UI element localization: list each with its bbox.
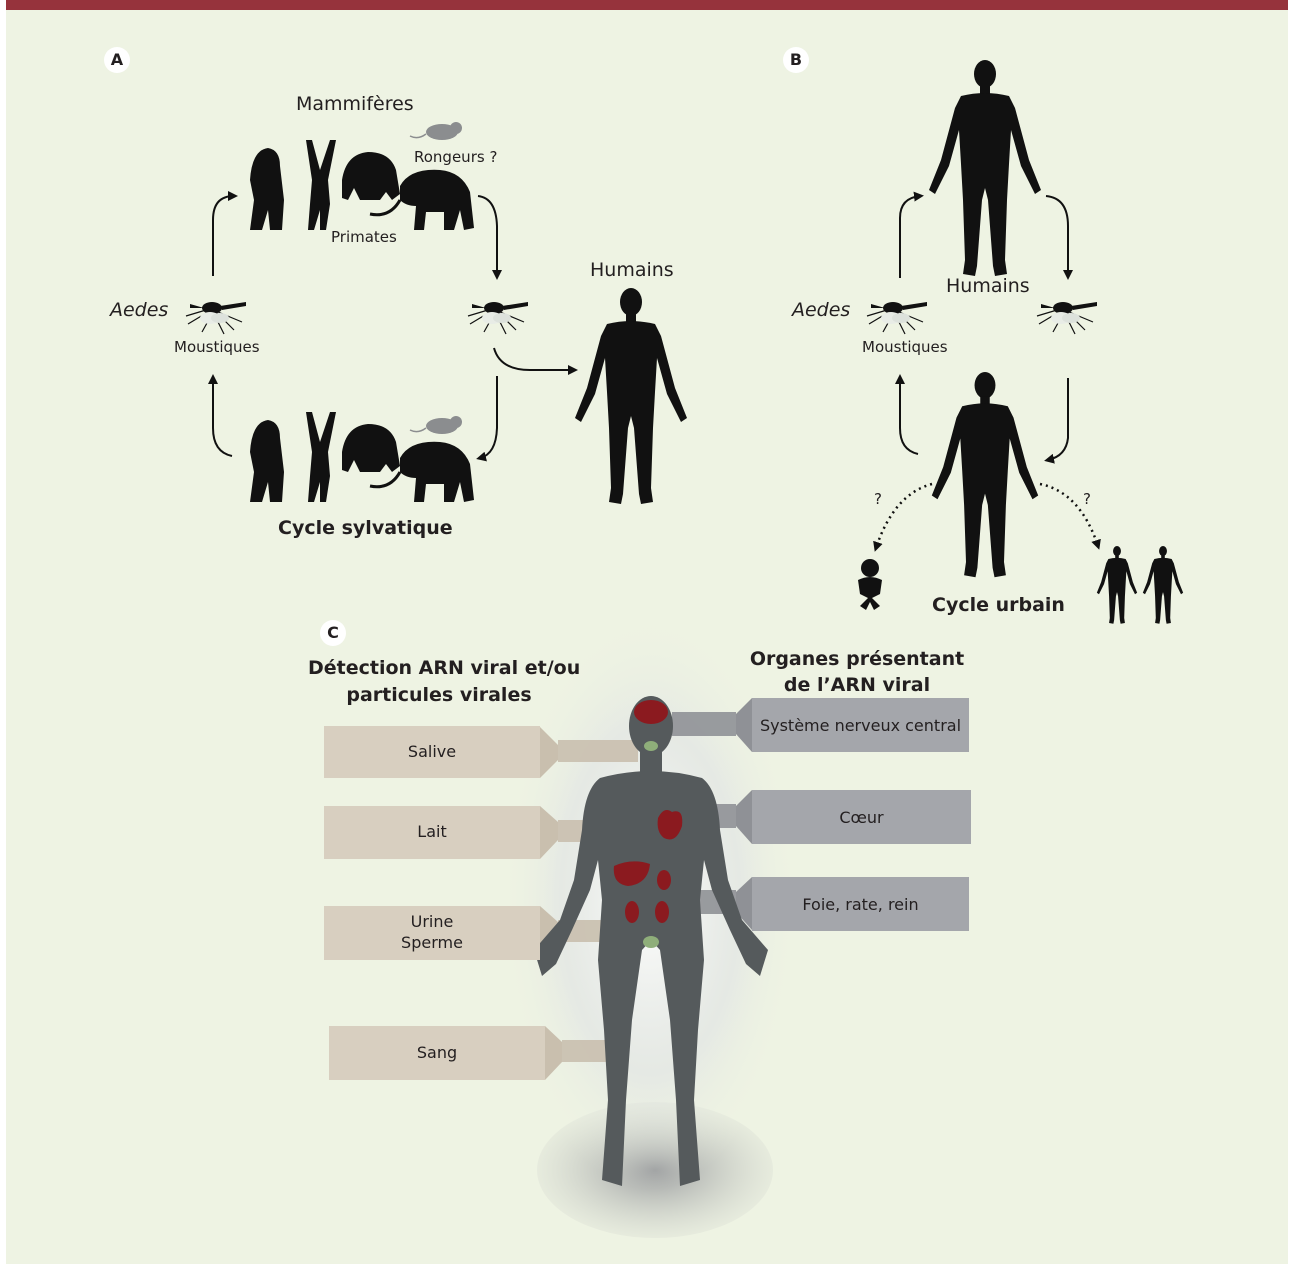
right-heading-line1: Organes présentant [740, 648, 974, 670]
rodents-label: Rongeurs ? [414, 148, 497, 166]
aedes-label-a: Aedes [110, 299, 168, 321]
mosquitoes-label-a: Moustiques [174, 338, 260, 356]
cycle-urban-label: Cycle urbain [932, 594, 1065, 616]
left-heading-line1: Détection ARN viral et/ou [308, 657, 570, 679]
fluid-box-blood: Sang [329, 1026, 545, 1080]
fluid-box-urine-sperm: Urine Sperme [324, 906, 540, 960]
panel-c-badge: C [320, 620, 346, 646]
adults-icon-2 [1143, 546, 1183, 624]
fluid-label-saliva: Salive [408, 742, 456, 763]
humans-label-b: Humains [946, 275, 1030, 297]
mammals-label: Mammifères [296, 93, 414, 115]
human-b-top-icon [929, 60, 1041, 276]
organ-box-cns: Système nerveux central [752, 698, 969, 752]
fluid-box-saliva: Salive [324, 726, 540, 778]
primates-label: Primates [331, 228, 397, 246]
organ-label-heart: Cœur [839, 808, 883, 827]
human-a-icon [575, 288, 687, 504]
mosquito-b-left-icon [867, 302, 927, 334]
question-right: ? [1083, 490, 1091, 508]
human-b-bottom-icon [932, 372, 1038, 577]
organ-label-liver: Foie, rate, rein [802, 895, 918, 914]
baby-icon [858, 559, 882, 610]
adults-icon [1097, 546, 1137, 624]
panel-a-badge: A [104, 47, 130, 73]
left-heading-line2: particules virales [308, 684, 570, 706]
organ-label-cns: Système nerveux central [760, 716, 961, 735]
organ-box-heart: Cœur [752, 790, 971, 844]
organ-box-liver: Foie, rate, rein [752, 877, 969, 931]
fluid-label-milk: Lait [417, 822, 446, 843]
aedes-label-b: Aedes [792, 299, 850, 321]
question-left: ? [874, 490, 882, 508]
panel-b-badge: B [783, 47, 809, 73]
fluid-label-blood: Sang [417, 1043, 457, 1064]
humans-label-a: Humains [590, 259, 674, 281]
right-heading-line2: de l’ARN viral [740, 674, 974, 696]
panel-a-graphics [186, 122, 687, 504]
mosquitoes-label-b: Moustiques [862, 338, 948, 356]
fluid-box-milk: Lait [324, 806, 540, 859]
cycle-sylvatic-label: Cycle sylvatique [278, 517, 453, 539]
mosquito-b-right-icon [1037, 302, 1097, 334]
rodent-bottom-icon [410, 416, 462, 434]
fluid-label-sperm: Sperme [401, 933, 463, 954]
fluid-label-urine: Urine [411, 912, 454, 933]
mosquito-right-icon [468, 302, 528, 334]
rodent-top-icon [410, 122, 462, 140]
mosquito-left-icon [186, 302, 246, 334]
